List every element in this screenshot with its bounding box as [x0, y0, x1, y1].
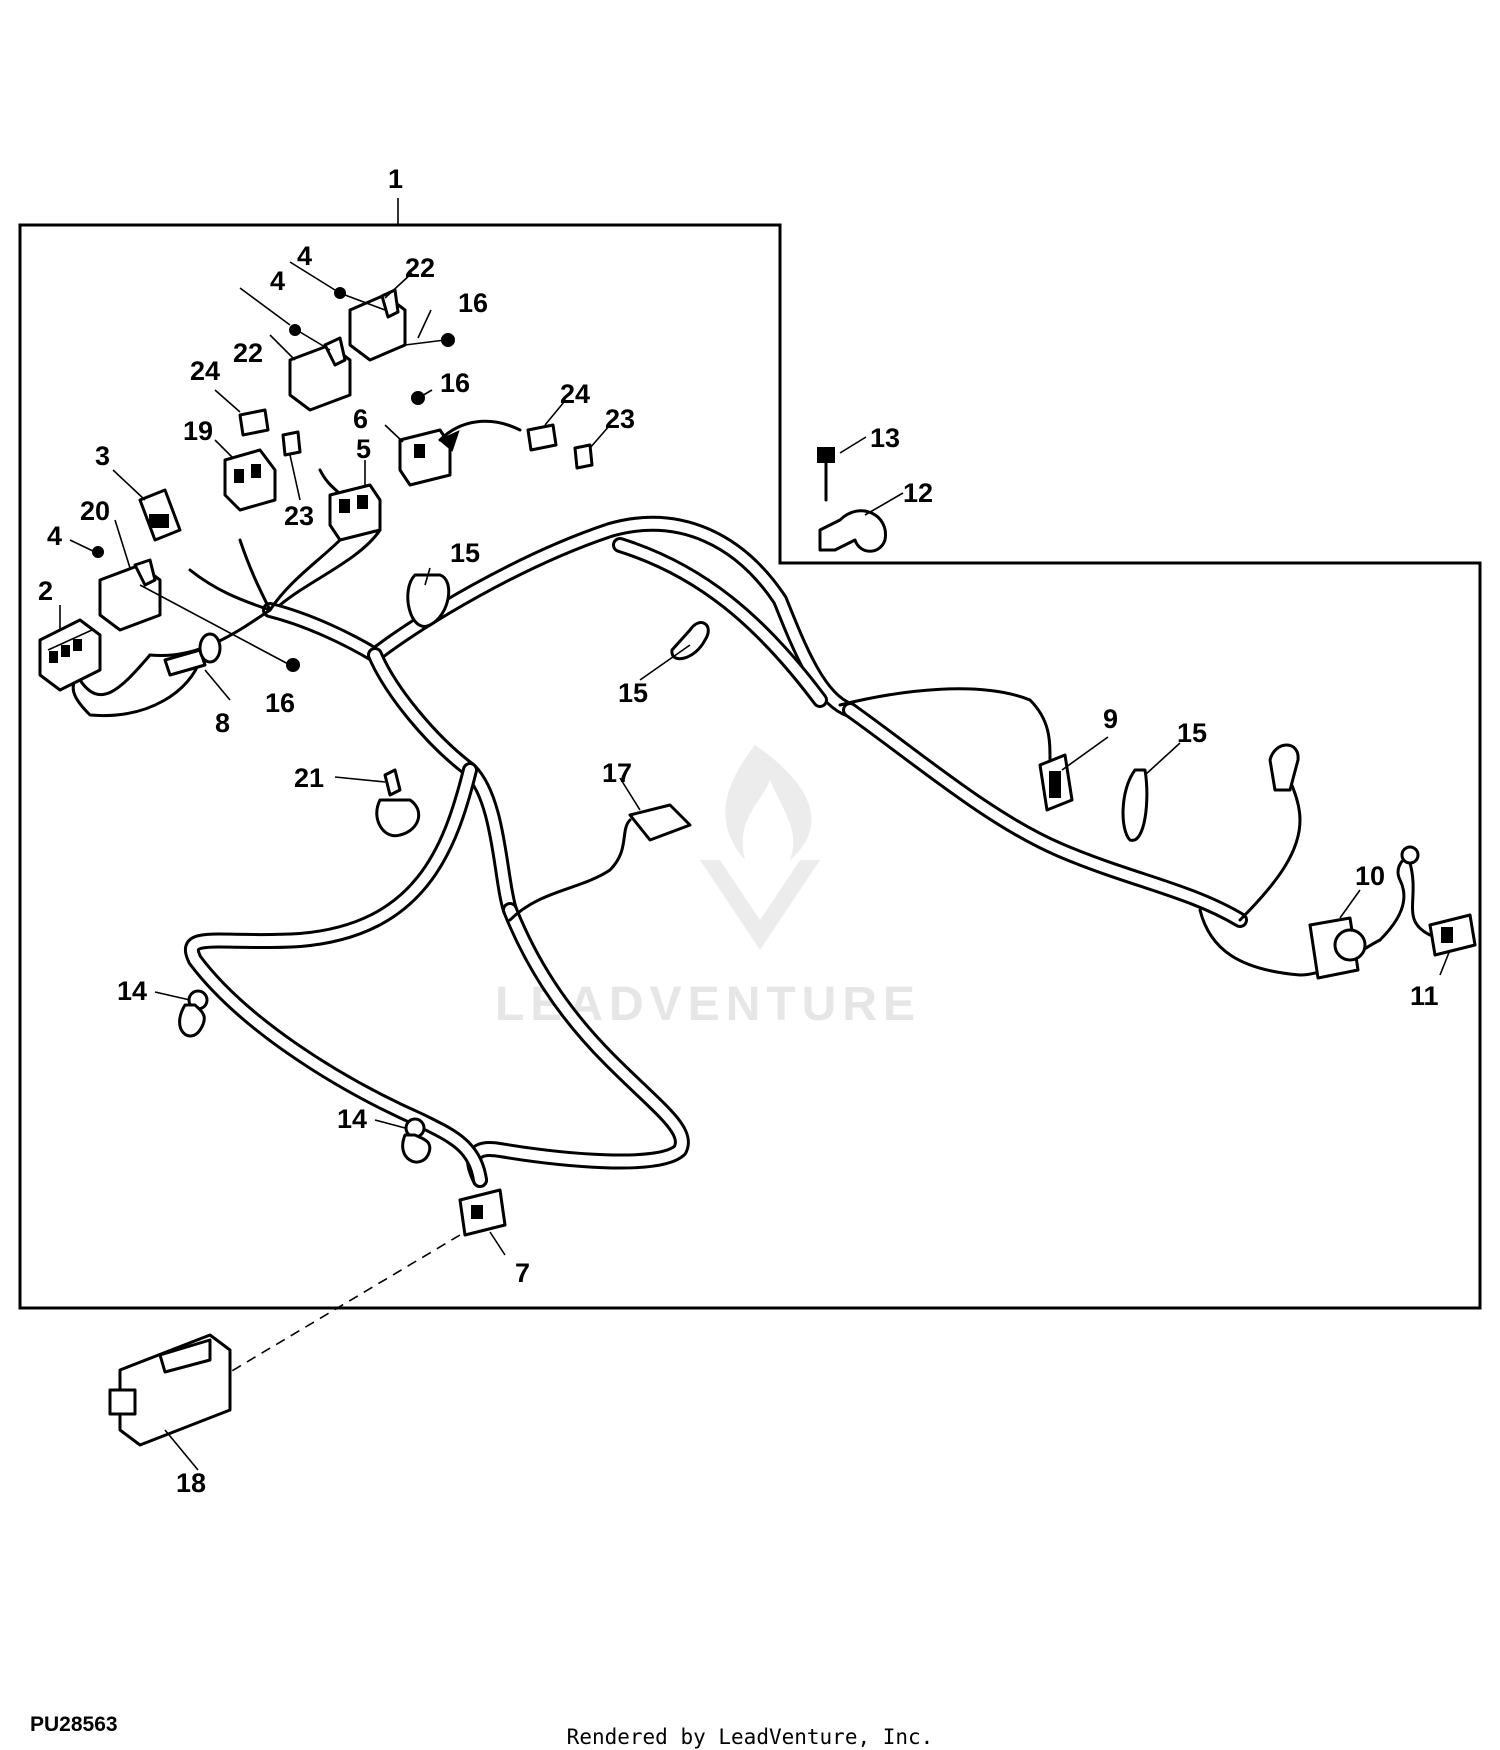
callout-11: 11	[1410, 981, 1439, 1011]
callout-22-right: 22	[405, 253, 435, 283]
battery-terminal	[1268, 743, 1300, 792]
callout-15-b: 15	[618, 678, 648, 708]
fuse-holder-5	[328, 483, 382, 542]
callout-17: 17	[602, 758, 632, 788]
cable-tie-15-a	[406, 573, 451, 628]
fuse-block	[38, 618, 102, 692]
callout-16-top: 16	[458, 288, 488, 318]
fuse-24-left	[238, 408, 270, 437]
callout-13: 13	[870, 423, 900, 453]
clip-14-bottom	[401, 1117, 432, 1164]
relay-base-19	[223, 448, 277, 512]
callout-14-left: 14	[117, 976, 147, 1006]
callout-15-c: 15	[1177, 718, 1207, 748]
relay-22-left	[288, 336, 352, 412]
connector-9	[1038, 753, 1074, 812]
callout-23-left: 23	[284, 501, 314, 531]
module-17	[628, 803, 692, 842]
screw-16-left	[139, 584, 300, 672]
callout-labels: 1 2 3 4 4 4 5 6 7 8 9 10 11 12 13 14 14 …	[38, 164, 1439, 1498]
fuse-23-left	[281, 430, 302, 457]
callout-15-a: 15	[450, 538, 480, 568]
callout-24-left: 24	[190, 356, 220, 386]
callout-5: 5	[356, 434, 371, 464]
nut-4-left	[92, 546, 104, 558]
leadventure-watermark: LEADVENTURE	[495, 745, 915, 1031]
callout-14-bottom: 14	[337, 1104, 367, 1134]
render-credit: Rendered by LeadVenture, Inc.	[566, 1725, 934, 1749]
screw-16-mid	[411, 391, 425, 405]
switch-18	[108, 1333, 232, 1447]
fastener-21	[375, 768, 421, 838]
callout-2: 2	[38, 576, 53, 606]
callout-4-top: 4	[297, 241, 312, 271]
sensor-10	[1308, 916, 1367, 980]
callout-20: 20	[80, 496, 110, 526]
callout-18: 18	[176, 1468, 206, 1498]
fuse-23-right	[573, 443, 594, 470]
nut-4-mid	[289, 324, 301, 336]
connector-7	[458, 1188, 507, 1237]
callout-9: 9	[1103, 704, 1118, 734]
relay-20	[98, 558, 162, 632]
callout-21: 21	[294, 763, 324, 793]
connector-11	[1428, 913, 1477, 957]
callout-6: 6	[353, 404, 368, 434]
callout-12: 12	[903, 478, 933, 508]
callout-19: 19	[183, 416, 213, 446]
callout-23-right: 23	[605, 404, 635, 434]
screw-16-top	[404, 333, 455, 347]
callout-8: 8	[215, 708, 230, 738]
callout-3: 3	[95, 441, 110, 471]
callout-10: 10	[1355, 861, 1385, 891]
callout-16-mid: 16	[440, 368, 470, 398]
connector-3	[138, 488, 182, 542]
fuse-24-right	[526, 423, 558, 452]
fuse-holder-6	[398, 428, 452, 487]
callout-4-mid: 4	[270, 266, 285, 296]
ring-terminal	[1400, 845, 1420, 865]
figure-id: PU28563	[30, 1713, 118, 1736]
main-harness	[71, 515, 1412, 1188]
nut-4-top	[334, 287, 346, 299]
callout-24-right: 24	[560, 379, 590, 409]
callout-4-left: 4	[47, 521, 62, 551]
callout-16-left: 16	[265, 688, 295, 718]
harness-assembly-frame	[18, 223, 1482, 1310]
bolt-13	[817, 447, 835, 502]
callout-1: 1	[388, 164, 403, 194]
callout-22-left: 22	[233, 338, 263, 368]
cable-tie-15-c	[1121, 768, 1149, 842]
callout-7: 7	[515, 1258, 530, 1288]
clamp-12	[818, 509, 887, 553]
grommet-8	[163, 632, 222, 677]
